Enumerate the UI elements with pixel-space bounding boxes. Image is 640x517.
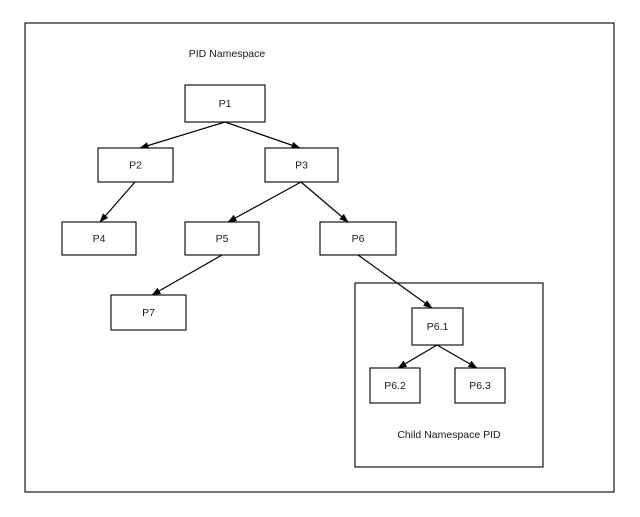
edge-p1-to-p3 [224,121,301,149]
process-node-p2[interactable]: P2 [97,147,174,183]
child-namespace-rect [354,282,544,468]
node-label-p2: P2 [129,159,142,171]
node-label-p4: P4 [93,233,106,245]
node-box-p6[interactable] [319,221,397,256]
process-node-p6_3[interactable]: P6.3 [454,367,506,404]
node-label-p6_1: P6.1 [427,321,449,333]
process-node-p5[interactable]: P5 [184,221,260,256]
edges-layer [99,121,478,369]
process-node-p4[interactable]: P4 [61,221,137,256]
node-box-p1[interactable] [184,84,266,123]
node-box-p4[interactable] [61,221,137,256]
process-node-p7[interactable]: P7 [110,294,187,331]
edge-p6-to-p6_1 [357,254,433,309]
process-node-p6[interactable]: P6 [319,221,397,256]
edge-p2-to-p4 [99,181,136,223]
outer-frame: PID Namespace [24,22,615,493]
process-node-p6_1[interactable]: P6.1 [411,307,464,346]
process-node-p1[interactable]: P1 [184,84,266,123]
node-box-p6_1[interactable] [411,307,464,346]
diagram-title: PID Namespace [189,48,266,60]
node-label-p7: P7 [142,307,155,319]
child-namespace-frame: Child Namespace PID [354,282,544,468]
node-box-p6_2[interactable] [369,367,421,404]
edge-p5-to-p7 [151,254,223,296]
node-label-p6_3: P6.3 [469,380,491,392]
outer-frame-rect [24,22,615,493]
process-node-p3[interactable]: P3 [264,147,339,183]
node-label-p1: P1 [219,98,232,110]
node-box-p5[interactable] [184,221,260,256]
node-box-p6_3[interactable] [454,367,506,404]
child-namespace-label: Child Namespace PID [397,429,501,441]
node-label-p5: P5 [216,233,229,245]
node-box-p2[interactable] [97,147,174,183]
process-node-p6_2[interactable]: P6.2 [369,367,421,404]
node-label-p6: P6 [352,233,365,245]
edge-p3-to-p6 [300,181,349,223]
node-label-p6_2: P6.2 [384,380,406,392]
node-box-p7[interactable] [110,294,187,331]
edge-p3-to-p5 [227,181,302,223]
edge-p1-to-p2 [139,121,226,149]
node-label-p3: P3 [295,159,308,171]
edge-p6_1-to-p6_2 [397,344,438,369]
node-box-p3[interactable] [264,147,339,183]
edge-p6_1-to-p6_3 [436,344,478,369]
